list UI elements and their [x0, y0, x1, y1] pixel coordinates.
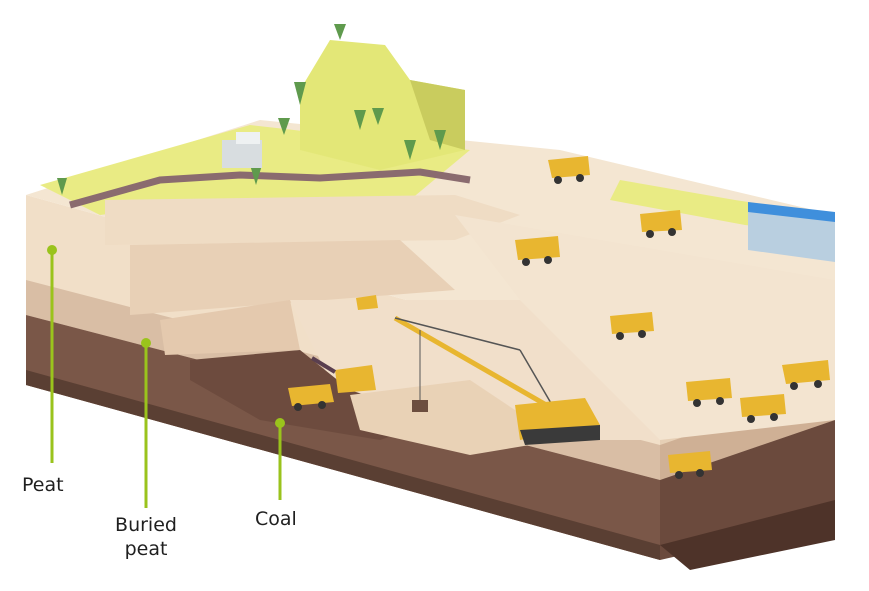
tree-icon: [404, 140, 416, 160]
dump-truck-icon: [515, 236, 560, 266]
dump-truck-icon: [782, 360, 830, 390]
tree-icon: [294, 82, 306, 105]
dump-truck-icon: [288, 384, 334, 411]
trees: [57, 24, 446, 195]
tree-icon: [354, 110, 366, 130]
tree-icon: [434, 130, 446, 150]
dragline-icon: [393, 315, 600, 445]
tree-icon: [57, 178, 67, 195]
dump-truck-icon: [610, 312, 654, 340]
bulldozer-icon: [356, 295, 378, 310]
buried-peat-label: Buried peat: [115, 514, 177, 560]
dump-trucks: [288, 156, 830, 479]
dump-truck-icon: [640, 210, 682, 238]
coal-leader-dot: [275, 418, 285, 428]
peat-leader-dot: [47, 245, 57, 255]
buried-peat-leader-dot: [141, 338, 151, 348]
dump-truck-icon: [686, 378, 732, 407]
tree-icon: [372, 108, 384, 125]
tree-icon: [334, 24, 346, 40]
dump-truck-icon: [668, 451, 712, 479]
tree-icon: [278, 118, 290, 135]
dump-truck-icon: [548, 156, 590, 184]
hill: [300, 40, 465, 170]
excavator-icon: [310, 356, 376, 393]
building-icon: [748, 202, 835, 262]
peat-label: Peat: [22, 474, 64, 496]
tree-icon: [250, 165, 262, 185]
office-building: [222, 132, 262, 168]
dump-truck-icon: [740, 394, 786, 423]
coal-label: Coal: [255, 508, 297, 530]
mine-terraces: [105, 195, 835, 455]
leader-lines: [47, 245, 285, 508]
